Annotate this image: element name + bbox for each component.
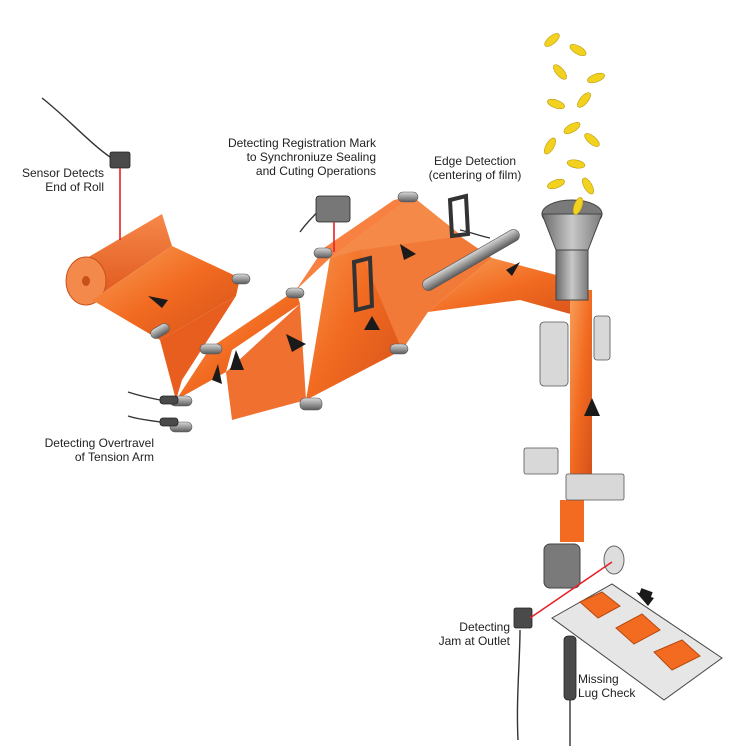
label-overtravel-line1: Detecting Overtravel <box>44 436 154 450</box>
fork-sensor-icon <box>351 193 471 313</box>
label-edge-line2: (centering of film) <box>428 168 522 182</box>
film-web <box>92 196 592 542</box>
sealing-jaws <box>523 315 625 501</box>
reflector <box>603 545 625 575</box>
sensor-cables <box>41 97 571 746</box>
sensor-beam <box>119 168 613 619</box>
label-end-of-roll-line2: End of Roll <box>45 180 104 194</box>
label-edge-detection: Edge Detection (centering of film) <box>420 154 530 182</box>
label-overtravel-line2: of Tension Arm <box>74 450 154 464</box>
film-roll-icon <box>65 214 172 306</box>
chips-icon <box>544 33 605 215</box>
label-lug-line2: Lug Check <box>578 686 636 700</box>
label-jam-at-outlet: Detecting Jam at Outlet <box>434 620 510 648</box>
direction-arrow-icon <box>148 244 600 416</box>
conveyor-icon <box>551 583 723 701</box>
label-lug-line1: Missing <box>578 672 619 686</box>
funnel-icon <box>541 199 603 301</box>
bag-chute <box>543 543 581 589</box>
label-edge-line1: Edge Detection <box>433 154 517 168</box>
label-jam-line2: Jam at Outlet <box>438 634 510 648</box>
label-registration-mark: Detecting Registration Mark to Synchroni… <box>216 136 376 178</box>
label-jam-line1: Detecting <box>459 620 510 634</box>
roller <box>150 191 520 433</box>
label-end-of-roll-line1: Sensor Detects <box>21 166 104 180</box>
label-missing-lug: Missing Lug Check <box>578 672 658 700</box>
label-overtravel: Detecting Overtravel of Tension Arm <box>34 436 154 464</box>
label-registration-line3: and Cuting Operations <box>255 164 376 178</box>
label-registration-line1: Detecting Registration Mark <box>227 136 376 150</box>
sensor-icon <box>109 151 577 701</box>
label-end-of-roll: Sensor Detects End of Roll <box>18 166 104 194</box>
label-registration-line2: to Synchroniuze Sealing <box>246 150 376 164</box>
